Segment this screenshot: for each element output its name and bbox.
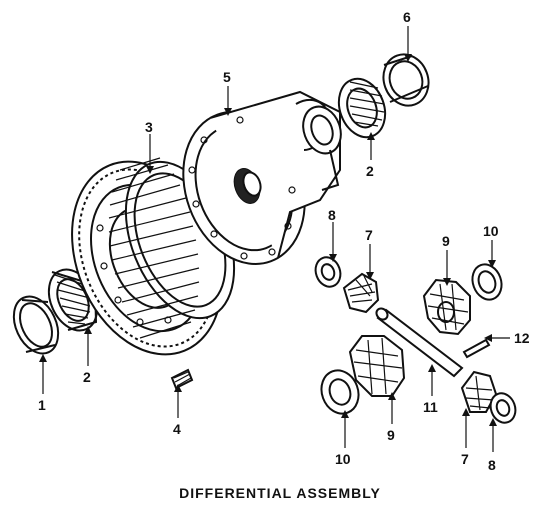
part-8-thrust-washer-upper [314,256,342,288]
leader-arrowheads [39,54,497,426]
callout-11: 11 [423,399,438,415]
callout-6: 6 [403,9,411,25]
callout-10-lower: 10 [335,451,351,467]
callout-9-upper: 9 [442,233,450,249]
callout-12: 12 [514,330,530,346]
part-10-thrust-washer-upper [471,263,503,301]
part-7-pinion-gear-upper [342,272,380,314]
callout-9-lower: 9 [387,427,395,443]
callout-7-lower: 7 [461,451,469,467]
callout-8-upper: 8 [328,207,336,223]
callout-8-lower: 8 [488,457,496,473]
diagram-title: DIFFERENTIAL ASSEMBLY [179,485,381,501]
callout-10-upper: 10 [483,223,499,239]
callout-2-left: 2 [83,369,91,385]
callout-7-upper: 7 [365,227,373,243]
part-9-side-gear-lower [348,335,406,397]
part-12-lock-pin [462,338,491,359]
part-4-bolt [170,368,194,390]
part-5-differential-case [182,90,342,265]
callout-4: 4 [173,421,181,437]
part-11-pinion-shaft [375,307,464,378]
part-1-bearing-race [12,295,60,355]
leader-lines [42,26,510,452]
part-8-thrust-washer-lower [489,392,517,424]
callout-3: 3 [145,119,153,135]
callout-5: 5 [223,69,231,85]
part-9-side-gear-upper [422,278,471,336]
part-10-thrust-washer-lower [320,369,360,415]
callout-1: 1 [38,397,46,413]
callout-2-right: 2 [366,163,374,179]
